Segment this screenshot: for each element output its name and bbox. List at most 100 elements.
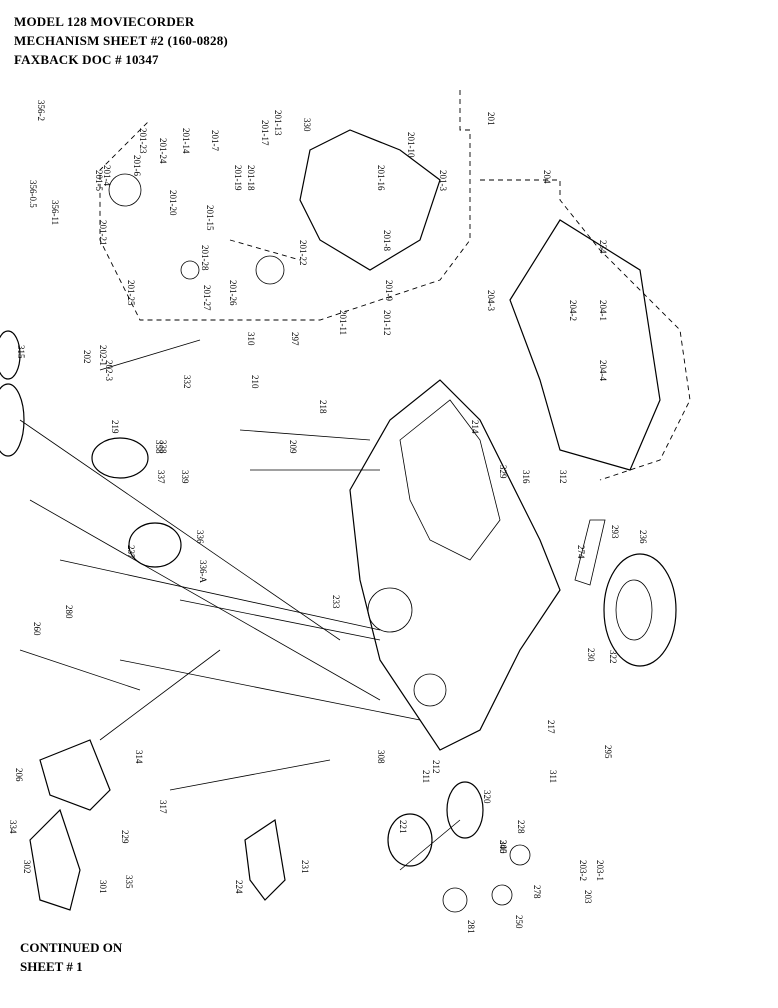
part-number-label: 308	[376, 750, 386, 764]
part-number-label: 201-24	[158, 138, 168, 164]
part-number-label: 356-0.5	[28, 180, 38, 208]
part-number-label: 315	[16, 345, 26, 359]
sheet-title: MECHANISM SHEET #2 (160-0828)	[14, 33, 228, 48]
leader-line	[169, 759, 331, 791]
reel-left-upper	[0, 383, 25, 457]
part-number-label: 211	[421, 770, 431, 783]
part-number-label: 204-3	[486, 290, 496, 311]
diagram-footer: CONTINUED ON SHEET # 1	[20, 938, 122, 976]
part-number-label: 231	[300, 860, 310, 874]
part-number-label: 336	[195, 530, 205, 544]
part-number-label: 297	[290, 332, 300, 346]
part-number-label: 229	[120, 830, 130, 844]
part-number-label: 203	[583, 890, 593, 904]
part-number-label: 204-4	[598, 360, 608, 381]
guide-line	[229, 239, 301, 261]
gear-278	[509, 844, 531, 866]
part-number-label: 293	[610, 525, 620, 539]
part-number-label: 329	[498, 465, 508, 479]
part-number-label: 206	[14, 768, 24, 782]
part-number-label: 214	[470, 420, 480, 434]
part-number-label: 322	[608, 650, 618, 664]
gear-201-5	[108, 173, 142, 207]
part-number-label: 278	[532, 885, 542, 899]
assembly-204-boundary	[480, 179, 691, 481]
part-number-label: 316	[521, 470, 531, 484]
part-number-label: 204	[542, 170, 552, 184]
part-number-label: 310	[246, 332, 256, 346]
part-number-label: 202-1	[98, 345, 108, 366]
part-number-label: 320	[482, 790, 492, 804]
flywheel-hub	[615, 579, 653, 641]
leader-line	[119, 659, 421, 721]
part-number-label: 201-7	[210, 130, 220, 151]
part-number-label: 337	[156, 470, 166, 484]
part-number-label: 201-6	[132, 155, 142, 176]
mechanism-201	[299, 129, 441, 271]
part-number-label: 201	[486, 112, 496, 126]
part-number-label: 302	[22, 860, 32, 874]
belt-274	[574, 519, 606, 586]
gear-201-2	[255, 255, 285, 285]
leader-line	[29, 499, 381, 701]
leader-line	[239, 429, 371, 441]
leader-line	[99, 339, 201, 371]
part-number-label: 317	[158, 800, 168, 814]
part-number-label: 280	[64, 605, 74, 619]
part-number-label: 201-25	[126, 280, 136, 306]
part-number-label: 305	[498, 840, 508, 854]
gear-201-25	[180, 260, 200, 280]
motor-221	[387, 813, 433, 867]
part-number-label: 281	[466, 920, 476, 934]
part-number-label: 204-1	[598, 300, 608, 321]
capstan-219	[91, 437, 149, 479]
part-number-label: 203-1	[595, 860, 605, 881]
part-number-label: 314	[134, 750, 144, 764]
part-number-label: 295	[603, 745, 613, 759]
part-number-label: 201-14	[181, 128, 191, 154]
part-number-label: 201-27	[202, 285, 212, 311]
part-number-label: 334	[8, 820, 18, 834]
part-number-label: 218	[318, 400, 328, 414]
part-number-label: 201-28	[200, 245, 210, 271]
part-number-label: 203-2	[578, 860, 588, 881]
part-number-label: 301	[98, 880, 108, 894]
part-number-label: 201-8	[382, 230, 392, 251]
part-number-label: 201-12	[382, 310, 392, 336]
main-chassis	[349, 379, 561, 751]
part-number-label: 311	[548, 770, 558, 783]
part-number-label: 250	[514, 915, 524, 929]
leader-line	[99, 649, 221, 741]
flywheel-322	[603, 553, 677, 667]
part-number-label: 201-22	[298, 240, 308, 266]
capstan-336	[128, 522, 182, 568]
part-number-label: 339	[180, 470, 190, 484]
part-number-label: 201-11	[338, 310, 348, 335]
part-number-label: 210	[250, 375, 260, 389]
part-number-label: 201-4	[102, 165, 112, 186]
part-number-label: 233	[331, 595, 341, 609]
reel-left-top	[0, 330, 21, 380]
gear-250	[491, 884, 513, 906]
part-number-label: 236	[638, 530, 648, 544]
part-number-label: 201-13	[273, 110, 283, 136]
part-number-label: 201-17	[260, 120, 270, 146]
part-number-label: 201-3	[438, 170, 448, 191]
part-number-label: 201-20	[168, 190, 178, 216]
part-number-label: 201-23	[138, 128, 148, 154]
part-number-label: 219	[110, 420, 120, 434]
part-number-label: 336-A	[198, 560, 208, 583]
continued-note: CONTINUED ON	[20, 940, 123, 955]
part-number-label: 201-21	[98, 220, 108, 246]
part-number-label: 228	[516, 820, 526, 834]
lever-231	[244, 818, 286, 901]
bracket-206	[39, 739, 111, 811]
part-number-label: 209	[288, 440, 298, 454]
part-number-label: 201-9	[384, 280, 394, 301]
part-number-label: 224	[234, 880, 244, 894]
part-number-label: 201-5	[94, 170, 104, 191]
part-number-label: 260	[32, 622, 42, 636]
part-number-label: 230	[586, 648, 596, 662]
part-number-label: 202-3	[104, 360, 114, 381]
